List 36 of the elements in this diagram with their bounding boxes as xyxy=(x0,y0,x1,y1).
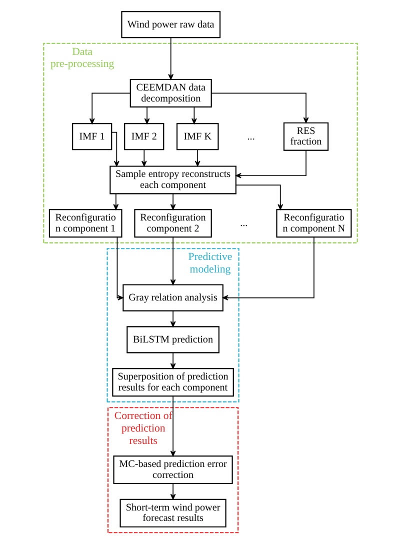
node-box: Short-term wind power forecast results xyxy=(120,498,226,528)
arrow xyxy=(194,149,200,166)
arrow xyxy=(236,184,284,210)
arrow xyxy=(170,396,176,456)
arrow xyxy=(144,106,150,124)
arrow xyxy=(113,193,119,210)
arrow xyxy=(191,106,197,124)
node-box: MC-based prediction error correction xyxy=(113,456,233,484)
arrow xyxy=(222,236,314,300)
arrow xyxy=(89,92,131,124)
label: ... xyxy=(240,218,248,229)
node-box: Wind power raw data xyxy=(121,11,221,38)
arrow xyxy=(210,92,309,124)
node-box: Superposition of prediction results for each component xyxy=(112,368,234,397)
node-box: IMF 1 xyxy=(72,123,112,150)
arrow xyxy=(170,193,176,210)
arrow xyxy=(141,149,147,166)
node-box: CEEMDAN data decomposition xyxy=(130,78,212,108)
node-box: Gray relation analysis xyxy=(122,284,224,312)
node-box: RES fraction xyxy=(283,122,329,151)
node-box: Reconfiguratio n component N xyxy=(276,209,352,238)
node-box: BiLSTM prediction xyxy=(126,326,220,354)
node-box: Reconfiguratio n component 1 xyxy=(48,209,122,238)
arrow xyxy=(170,310,176,327)
arrow xyxy=(170,352,176,369)
arrow xyxy=(111,132,120,167)
arrow xyxy=(170,236,176,285)
node-box: IMF 2 xyxy=(124,123,164,150)
arrow xyxy=(116,236,124,300)
node-box: Sample entropy reconstructs each component xyxy=(110,166,236,194)
arrow xyxy=(168,37,174,80)
arrow xyxy=(236,150,306,178)
node-box: IMF K xyxy=(176,123,219,150)
arrow xyxy=(170,483,176,500)
node-box: Reconfiguration component 2 xyxy=(134,209,212,238)
label: ... xyxy=(247,131,255,142)
